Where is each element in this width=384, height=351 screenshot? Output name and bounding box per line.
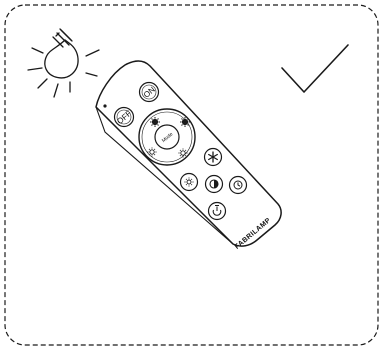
dashed-frame	[4, 4, 379, 346]
memory-icon	[212, 205, 222, 216]
indicator-light	[103, 104, 107, 108]
brightness-up-icon[interactable]	[150, 117, 160, 127]
warm-light-icon[interactable]	[180, 117, 190, 127]
light-ray	[37, 78, 48, 89]
light-ray	[31, 47, 44, 54]
timer-button[interactable]	[228, 175, 248, 195]
light-ray	[85, 72, 98, 77]
night-mode-button[interactable]	[204, 174, 224, 194]
sun-icon	[184, 177, 194, 187]
snowflake-icon	[208, 151, 218, 163]
light-ray	[27, 67, 43, 71]
memory-button[interactable]	[207, 201, 227, 221]
brightness-down-icon[interactable]	[147, 147, 157, 157]
mode-button[interactable]: Mode	[154, 124, 180, 150]
light-ray	[85, 49, 100, 57]
snowflake-button[interactable]	[203, 147, 223, 167]
on-button[interactable]: ON	[138, 81, 160, 103]
checkmark-icon	[281, 44, 349, 93]
remote-control: OFF ON Mode	[95, 60, 282, 251]
remote-side-edge	[95, 106, 234, 245]
off-button[interactable]: OFF	[113, 106, 135, 128]
light-ray	[53, 83, 59, 98]
sun-button[interactable]	[179, 172, 199, 192]
lightbulb-lit-icon	[27, 28, 100, 98]
timer-icon	[233, 180, 243, 190]
night-mode-icon	[209, 179, 219, 189]
cool-light-icon[interactable]	[178, 148, 188, 158]
